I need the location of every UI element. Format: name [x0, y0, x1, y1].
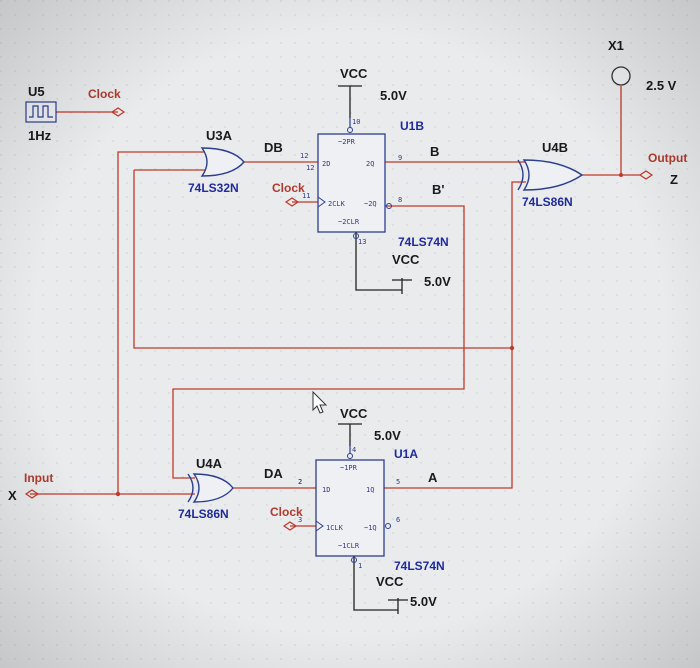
net-b: B	[430, 144, 439, 159]
u1b-pinnum-d: 12	[306, 164, 314, 172]
u1b-pinnum-q: 9	[398, 154, 402, 162]
u3a-out-pin: 12	[300, 152, 308, 160]
u1a-pinnum-qn: 6	[396, 516, 400, 524]
u1b-clock-net: Clock	[272, 181, 305, 195]
u1a-pin-d: 1D	[322, 486, 330, 494]
u1b-pinnum-qn: 8	[398, 196, 402, 204]
x1-value: 2.5 V	[646, 78, 677, 93]
u4a-ref: U4A	[196, 456, 223, 471]
u1b-pinnum-pr: 10	[352, 118, 360, 126]
net-da: DA	[264, 466, 283, 481]
u1a-pin-qn: ~1Q	[364, 524, 377, 532]
net-output: Output	[648, 151, 687, 165]
u1a-pinnum-clr: 1	[358, 562, 362, 570]
u3a-type: 74LS32N	[188, 181, 239, 195]
u1b-type: 74LS74N	[398, 235, 449, 249]
probe-lamp-icon	[611, 66, 631, 86]
u1b-pin-pr: ~2PR	[338, 138, 356, 146]
u1b-gnd-vcc-label: VCC	[392, 252, 420, 267]
u1a-vcc-label: VCC	[340, 406, 368, 421]
u1a-pin-clr: ~1CLR	[338, 542, 360, 550]
net-db: DB	[264, 140, 283, 155]
u1a-vcc-value: 5.0V	[374, 428, 401, 443]
u1b-gnd-vcc-value: 5.0V	[424, 274, 451, 289]
net-a: A	[428, 470, 438, 485]
u1b-vcc-value: 5.0V	[380, 88, 407, 103]
u4b-ref: U4B	[542, 140, 568, 155]
junction-dot	[115, 491, 121, 497]
u4a-type: 74LS86N	[178, 507, 229, 521]
u5-freq: 1Hz	[28, 128, 52, 143]
output-z: Z	[670, 172, 678, 187]
u1b-ref: U1B	[400, 119, 424, 133]
u1b-vcc-label: VCC	[340, 66, 368, 81]
u1a-pin-q: 1Q	[366, 486, 374, 494]
u1a-pin-clk: 1CLK	[326, 524, 344, 532]
junction-dot	[619, 173, 623, 177]
u4b-type: 74LS86N	[522, 195, 573, 209]
u1a-clock-net: Clock	[270, 505, 303, 519]
x1-ref: X1	[608, 38, 624, 53]
u5-clock-net: Clock	[88, 87, 121, 101]
u1a-gnd-vcc-value: 5.0V	[410, 594, 437, 609]
u1b-pinnum-clr: 13	[358, 238, 366, 246]
u3a-ref: U3A	[206, 128, 233, 143]
u1a-type: 74LS74N	[394, 559, 445, 573]
net-bprime: B'	[432, 182, 444, 197]
u1a-pin-pr: ~1PR	[340, 464, 358, 472]
u1b-pin-qn: ~2Q	[364, 200, 377, 208]
u1a-gnd-vcc-label: VCC	[376, 574, 404, 589]
u4a-out-pin: 2	[298, 478, 302, 486]
u1b-pin-q: 2Q	[366, 160, 374, 168]
u1b-pin-d: 2D	[322, 160, 330, 168]
u1b-pin-clk: 2CLK	[328, 200, 346, 208]
net-input: Input	[24, 471, 53, 485]
input-x: X	[8, 488, 17, 503]
u1a-pinnum-q: 5	[396, 478, 400, 486]
u1a-pinnum-pr: 4	[352, 446, 356, 454]
u1b-pin-clr: ~2CLR	[338, 218, 360, 226]
u5-ref: U5	[28, 84, 45, 99]
u1a-ref: U1A	[394, 447, 418, 461]
junction-dot	[509, 345, 515, 351]
